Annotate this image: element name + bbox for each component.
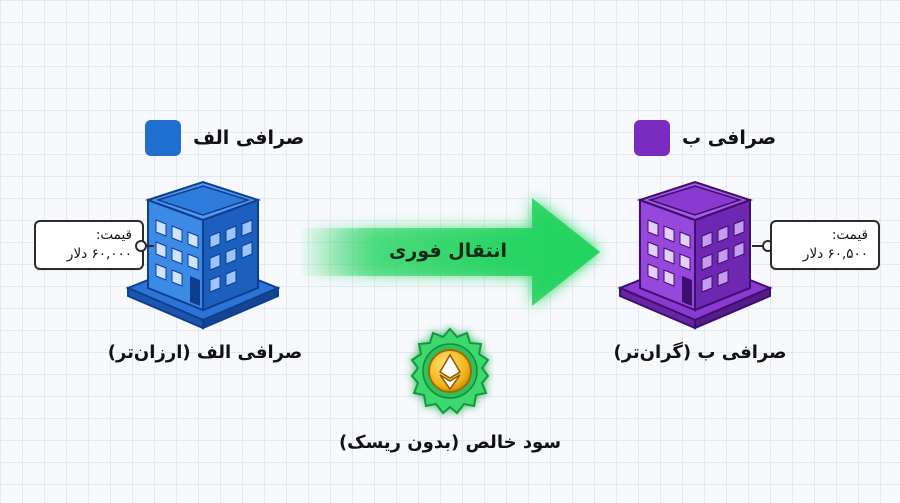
exchange-a-header: صرافی الف (145, 120, 304, 156)
transfer-arrow-shape (300, 198, 600, 306)
exchange-a-tag-hole (135, 240, 147, 252)
exchange-b-header-label: صرافی ب (682, 127, 777, 149)
exchange-b-price-label: قیمت: (831, 227, 868, 243)
exchange-a-tag-connector (140, 245, 154, 247)
ethereum-coin-icon (410, 327, 490, 415)
exchange-a-price-label: قیمت: (95, 227, 132, 243)
exchange-a-price-value: ۶۰,۰۰۰ دلار (66, 246, 132, 262)
exchange-a-price-tag: قیمت: ۶۰,۰۰۰ دلار (34, 220, 144, 270)
exchange-a-building-icon (125, 180, 281, 330)
exchange-b-tag-connector (752, 245, 768, 247)
exchange-b-building-icon (617, 180, 773, 330)
transfer-arrow (300, 198, 600, 306)
exchange-b-header: صرافی ب (634, 120, 776, 156)
exchange-b-price-value: ۶۰,۵۰۰ دلار (802, 246, 868, 262)
transfer-label: انتقال فوری (388, 240, 508, 262)
exchange-b-price-tag: قیمت: ۶۰,۵۰۰ دلار (770, 220, 880, 270)
exchange-a-header-label: صرافی الف (193, 127, 305, 149)
exchange-b-caption: صرافی ب (گران‌تر) (613, 342, 787, 363)
exchange-a-caption: صرافی الف (ارزان‌تر) (107, 342, 303, 363)
profit-caption: سود خالص (بدون ریسک) (338, 432, 562, 453)
exchange-a-color-swatch (145, 120, 181, 156)
exchange-b-color-swatch (634, 120, 670, 156)
